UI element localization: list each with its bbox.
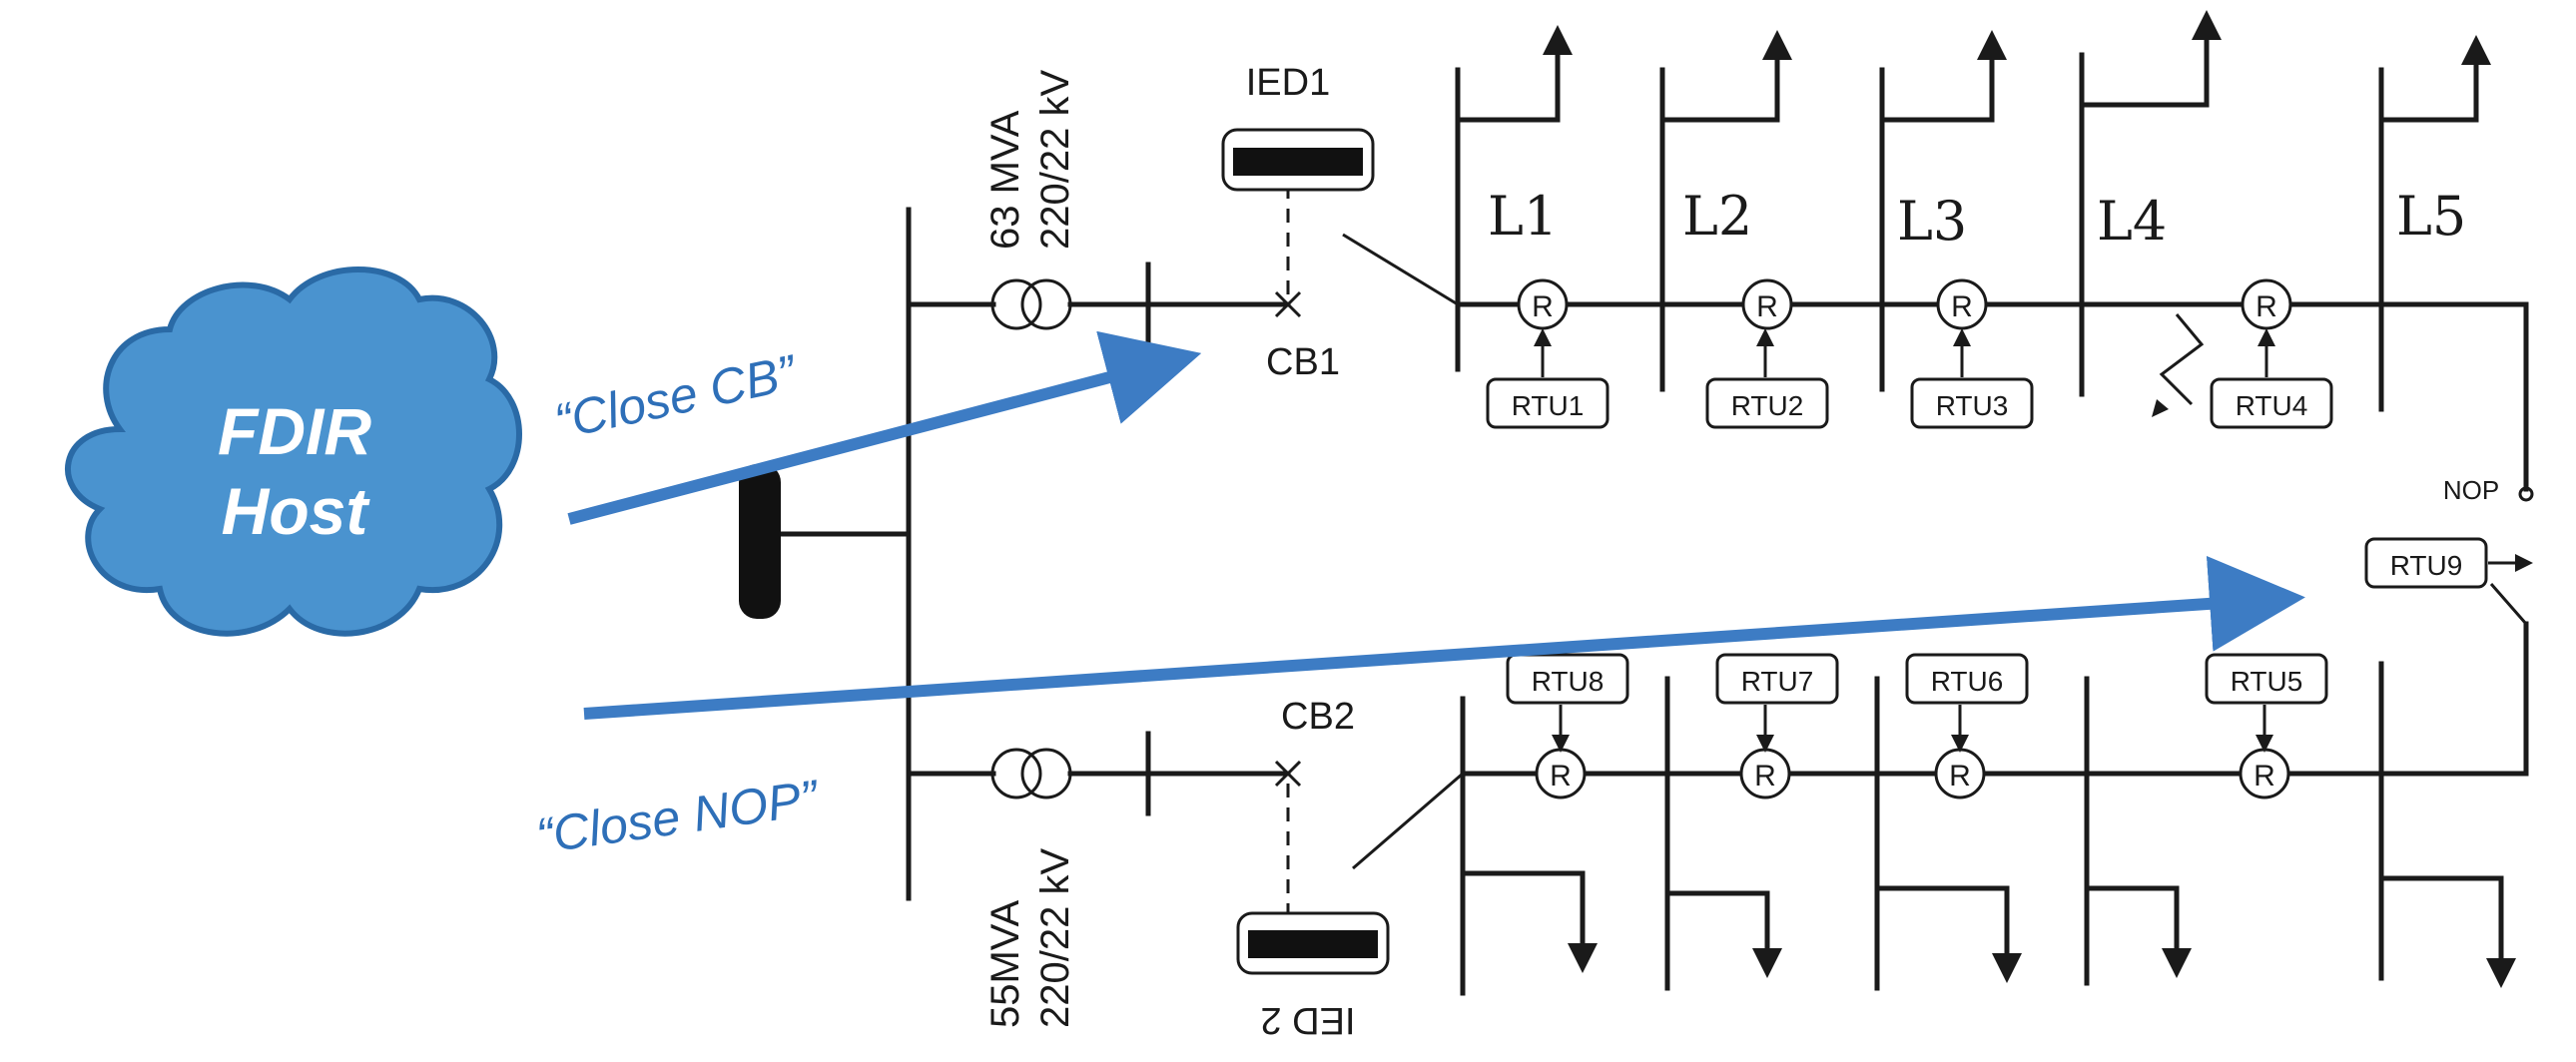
rtu2-box: RTU2 [1705, 377, 1829, 429]
bottom-feeder [906, 731, 2529, 918]
top-relay-4: R [2241, 278, 2292, 330]
top-rtu-arrows [1534, 328, 2275, 377]
close-nop-label: “Close NOP” [533, 770, 824, 864]
source-connection [739, 464, 912, 619]
svg-text:RTU2: RTU2 [1731, 390, 1804, 421]
svg-text:R: R [1951, 290, 1973, 323]
rtu4-box: RTU4 [2210, 377, 2333, 429]
rtu5-box: RTU5 [2205, 653, 2328, 705]
svg-text:RTU4: RTU4 [2236, 390, 2308, 421]
svg-text:R: R [1550, 760, 1572, 793]
bottom-relay-8: R [1535, 748, 1587, 799]
close-cb-label: “Close CB” [550, 344, 803, 450]
ied2-device [1236, 911, 1390, 975]
bottom-transformer-voltage: 220/22 kV [1033, 848, 1077, 1028]
top-feeder [906, 185, 2529, 492]
ied1-device [1221, 128, 1375, 192]
fdir-host-cloud: FDIR Host [65, 266, 522, 637]
svg-text:RTU1: RTU1 [1512, 390, 1585, 421]
cb2-label: CB2 [1281, 696, 1355, 738]
rtu3-box: RTU3 [1910, 377, 2034, 429]
svg-text:RTU8: RTU8 [1532, 666, 1605, 697]
svg-text:R: R [1532, 290, 1554, 323]
top-laterals [1455, 10, 2491, 412]
fault-lightning-icon [2152, 313, 2205, 417]
top-transformer-symbol [990, 278, 1072, 330]
bottom-relay-6: R [1934, 748, 1986, 799]
svg-text:R: R [1756, 290, 1778, 323]
svg-text:RTU7: RTU7 [1741, 666, 1814, 697]
bottom-laterals [1460, 661, 2516, 996]
rtu1-box: RTU1 [1486, 377, 1610, 429]
svg-text:R: R [2255, 290, 2277, 323]
close-cb-command-arrow [567, 330, 1202, 525]
svg-text:RTU9: RTU9 [2390, 550, 2463, 581]
fdir-host-label-line2: Host [222, 474, 371, 548]
close-nop-command-arrow [583, 555, 2305, 720]
section-label-l3: L3 [1897, 190, 1967, 253]
nop-label: NOP [2443, 475, 2499, 505]
rtu8-box: RTU8 [1506, 653, 1629, 705]
nop-switch [2489, 486, 2534, 777]
svg-text:R: R [2254, 760, 2275, 793]
section-label-l1: L1 [1488, 185, 1558, 248]
svg-text:RTU5: RTU5 [2231, 666, 2303, 697]
svg-text:RTU6: RTU6 [1931, 666, 2004, 697]
svg-text:R: R [1949, 760, 1971, 793]
section-label-l2: L2 [1682, 185, 1752, 248]
top-transformer-voltage: 220/22 kV [1033, 70, 1077, 250]
svg-text:RTU3: RTU3 [1936, 390, 2009, 421]
cb1-label: CB1 [1266, 341, 1340, 383]
bottom-transformer-rating: 55MVA [983, 899, 1027, 1028]
fdir-host-label-line1: FDIR [218, 394, 371, 468]
bottom-relay-5: R [2239, 748, 2290, 799]
bottom-relay-7: R [1739, 748, 1791, 799]
top-relay-1: R [1517, 278, 1569, 330]
rtu7-box: RTU7 [1715, 653, 1839, 705]
bottom-transformer-symbol [990, 748, 1072, 799]
rtu9-box: RTU9 [2364, 537, 2488, 589]
svg-text:R: R [1754, 760, 1776, 793]
top-relay-2: R [1741, 278, 1793, 330]
ied1-label: IED1 [1246, 62, 1330, 104]
cb1-symbol [1274, 290, 1302, 318]
section-label-l5: L5 [2396, 185, 2466, 248]
bottom-rtu-arrows [1552, 705, 2273, 753]
rtu6-box: RTU6 [1905, 653, 2029, 705]
cb2-symbol [1274, 760, 1302, 788]
section-label-l4: L4 [2097, 190, 2167, 253]
ied2-label: IED 2 [1260, 999, 1355, 1041]
top-transformer-rating: 63 MVA [983, 110, 1027, 250]
top-relay-3: R [1936, 278, 1988, 330]
